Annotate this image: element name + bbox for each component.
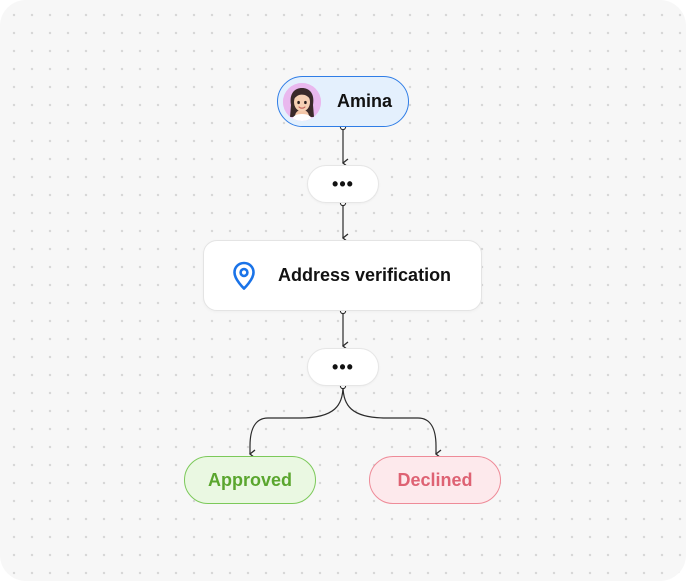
more-icon: ••• — [332, 358, 354, 376]
address-verification-step[interactable]: Address verification — [203, 240, 482, 311]
woman-avatar-icon — [283, 83, 321, 121]
declined-outcome[interactable]: Declined — [369, 456, 501, 504]
user-name: Amina — [337, 91, 392, 112]
approved-outcome[interactable]: Approved — [184, 456, 316, 504]
collapsed-steps-button[interactable]: ••• — [307, 348, 379, 386]
connector-to-approved — [250, 386, 343, 454]
collapsed-steps-button[interactable]: ••• — [307, 165, 379, 203]
outcome-label: Approved — [208, 470, 292, 491]
connector-to-declined — [343, 386, 436, 454]
user-node[interactable]: Amina — [277, 76, 409, 127]
location-pin-icon — [232, 261, 256, 291]
step-label: Address verification — [278, 265, 451, 286]
outcome-label: Declined — [397, 470, 472, 491]
more-icon: ••• — [332, 175, 354, 193]
